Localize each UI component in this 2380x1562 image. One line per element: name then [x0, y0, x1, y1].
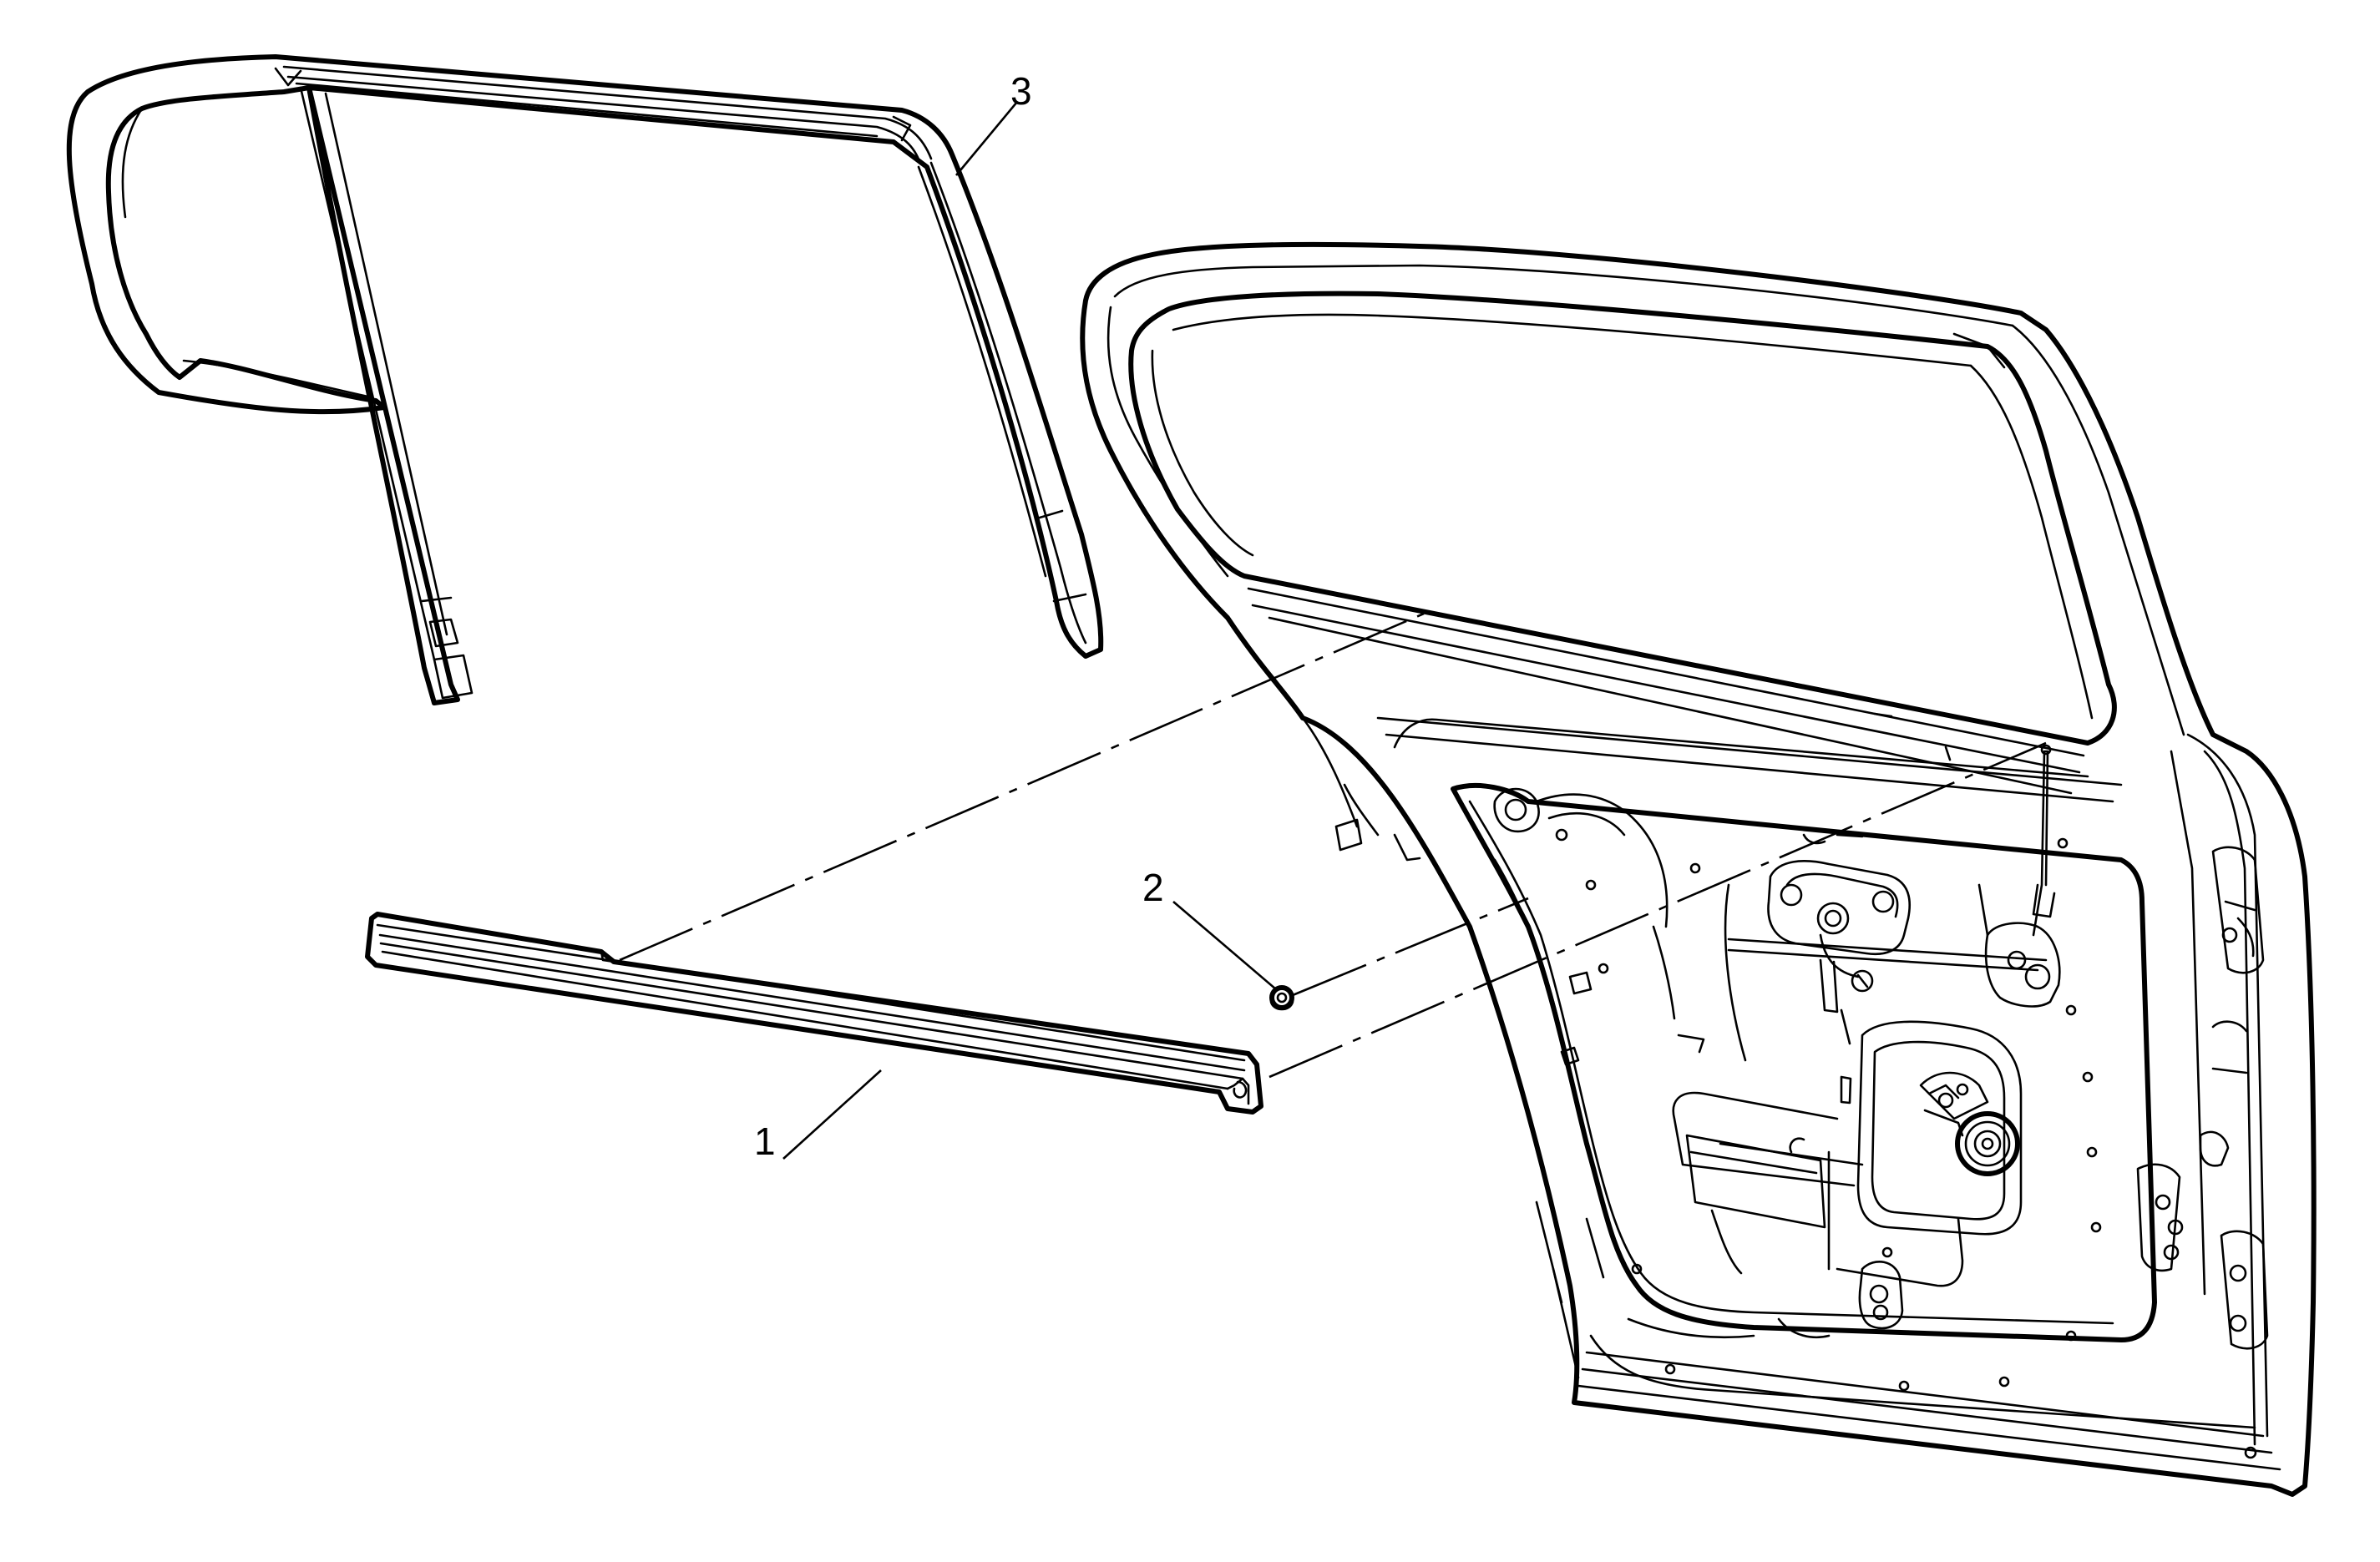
- panel-holes: [1555, 828, 2257, 1459]
- callout-2: 2: [1142, 866, 1164, 909]
- callout-1: 1: [754, 1120, 776, 1163]
- door-latch-module: [1767, 860, 1912, 1105]
- leader-3: [955, 101, 1019, 176]
- hinge-side: [2136, 733, 2269, 1446]
- leader-1: [782, 1069, 882, 1160]
- belt-weatherstrip-part-1: [365, 912, 1263, 1115]
- window-frame-channel-part-3: [66, 54, 1104, 705]
- window-regulator-motor: [1672, 1020, 2023, 1236]
- callout-3: 3: [1010, 69, 1032, 113]
- fastener-part-2: [1269, 985, 1294, 1011]
- leader-2: [1172, 901, 1277, 990]
- installation-lines: [619, 612, 2047, 1079]
- rear-door-assembly: [1080, 241, 2317, 1497]
